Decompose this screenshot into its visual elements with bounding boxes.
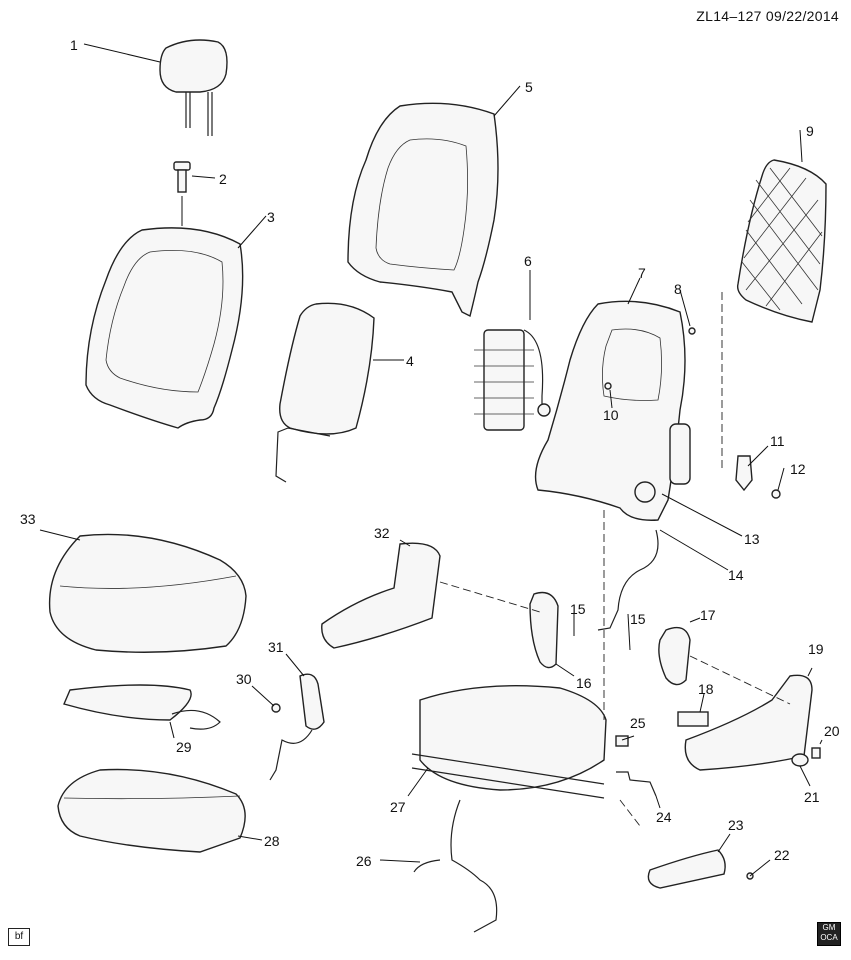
callout-22: 22 [774,847,790,863]
callout-30: 30 [236,671,252,687]
callout-15a: 15 [570,601,586,617]
headrest-guide-part [173,161,191,193]
callout-3: 3 [267,209,275,225]
bracket-part [735,455,753,492]
seat-pad-part [63,684,221,730]
callout-27: 27 [390,799,406,815]
callout-18: 18 [698,681,714,697]
callout-10: 10 [603,407,619,423]
cushion-cover-part [48,533,247,653]
callout-8: 8 [674,281,682,297]
shield-17-part [658,626,691,686]
nut-part [771,489,781,499]
callout-5: 5 [525,79,533,95]
back-panel-part [347,102,499,318]
callout-19: 19 [808,641,824,657]
knob-21-part [791,753,809,767]
callout-16: 16 [576,675,592,691]
headrest-part [159,39,228,136]
callout-6: 6 [524,253,532,269]
callout-29: 29 [176,739,192,755]
logo-line2: OCA [820,933,838,942]
harness-part [450,799,498,933]
seatback-cover-part [85,227,244,429]
trim-piece-part [669,423,691,485]
clip-25-part [615,735,629,747]
logo-line1: GM [822,923,836,932]
callout-33: 33 [20,511,36,527]
wire-24-part [616,771,657,797]
bolt-part [688,327,696,335]
callout-14: 14 [728,567,744,583]
diagram-id-date: ZL14–127 09/22/2014 [696,8,839,24]
shield-16-part [529,591,559,669]
cover-23-part [647,849,726,889]
lumbar-support-part [474,329,544,431]
callout-13: 13 [744,531,760,547]
cable-part [597,529,659,631]
callout-15b: 15 [630,611,646,627]
callout-4: 4 [406,353,414,369]
callout-11: 11 [770,433,785,449]
callout-28: 28 [264,833,280,849]
callout-24: 24 [656,809,672,825]
callout-7: 7 [638,265,646,281]
harness-branch [413,859,441,873]
seat-track-assembly-part [411,685,607,799]
mesh-panel-part [736,159,827,323]
seatback-frame-part [534,300,686,521]
callout-25: 25 [630,715,646,731]
corner-tag: bf [8,928,30,946]
callout-9: 9 [806,123,814,139]
callout-20: 20 [824,723,840,739]
callout-32: 32 [374,525,390,541]
callout-2: 2 [219,171,227,187]
callout-12: 12 [790,461,806,477]
seatbelt-buckle-part [269,673,325,781]
switch-18-part [677,711,709,727]
seatback-pad-part [275,302,375,483]
side-shield-left-part [321,542,441,649]
callout-21: 21 [804,789,820,805]
cushion-frame-part [57,768,246,853]
callout-26: 26 [356,853,372,869]
callout-23: 23 [728,817,744,833]
knob-20-part [811,747,821,759]
callout-1: 1 [70,37,78,53]
gm-logo: GM OCA [817,922,841,946]
screw-part [604,382,612,390]
callout-17: 17 [700,607,716,623]
callout-31: 31 [268,639,284,655]
